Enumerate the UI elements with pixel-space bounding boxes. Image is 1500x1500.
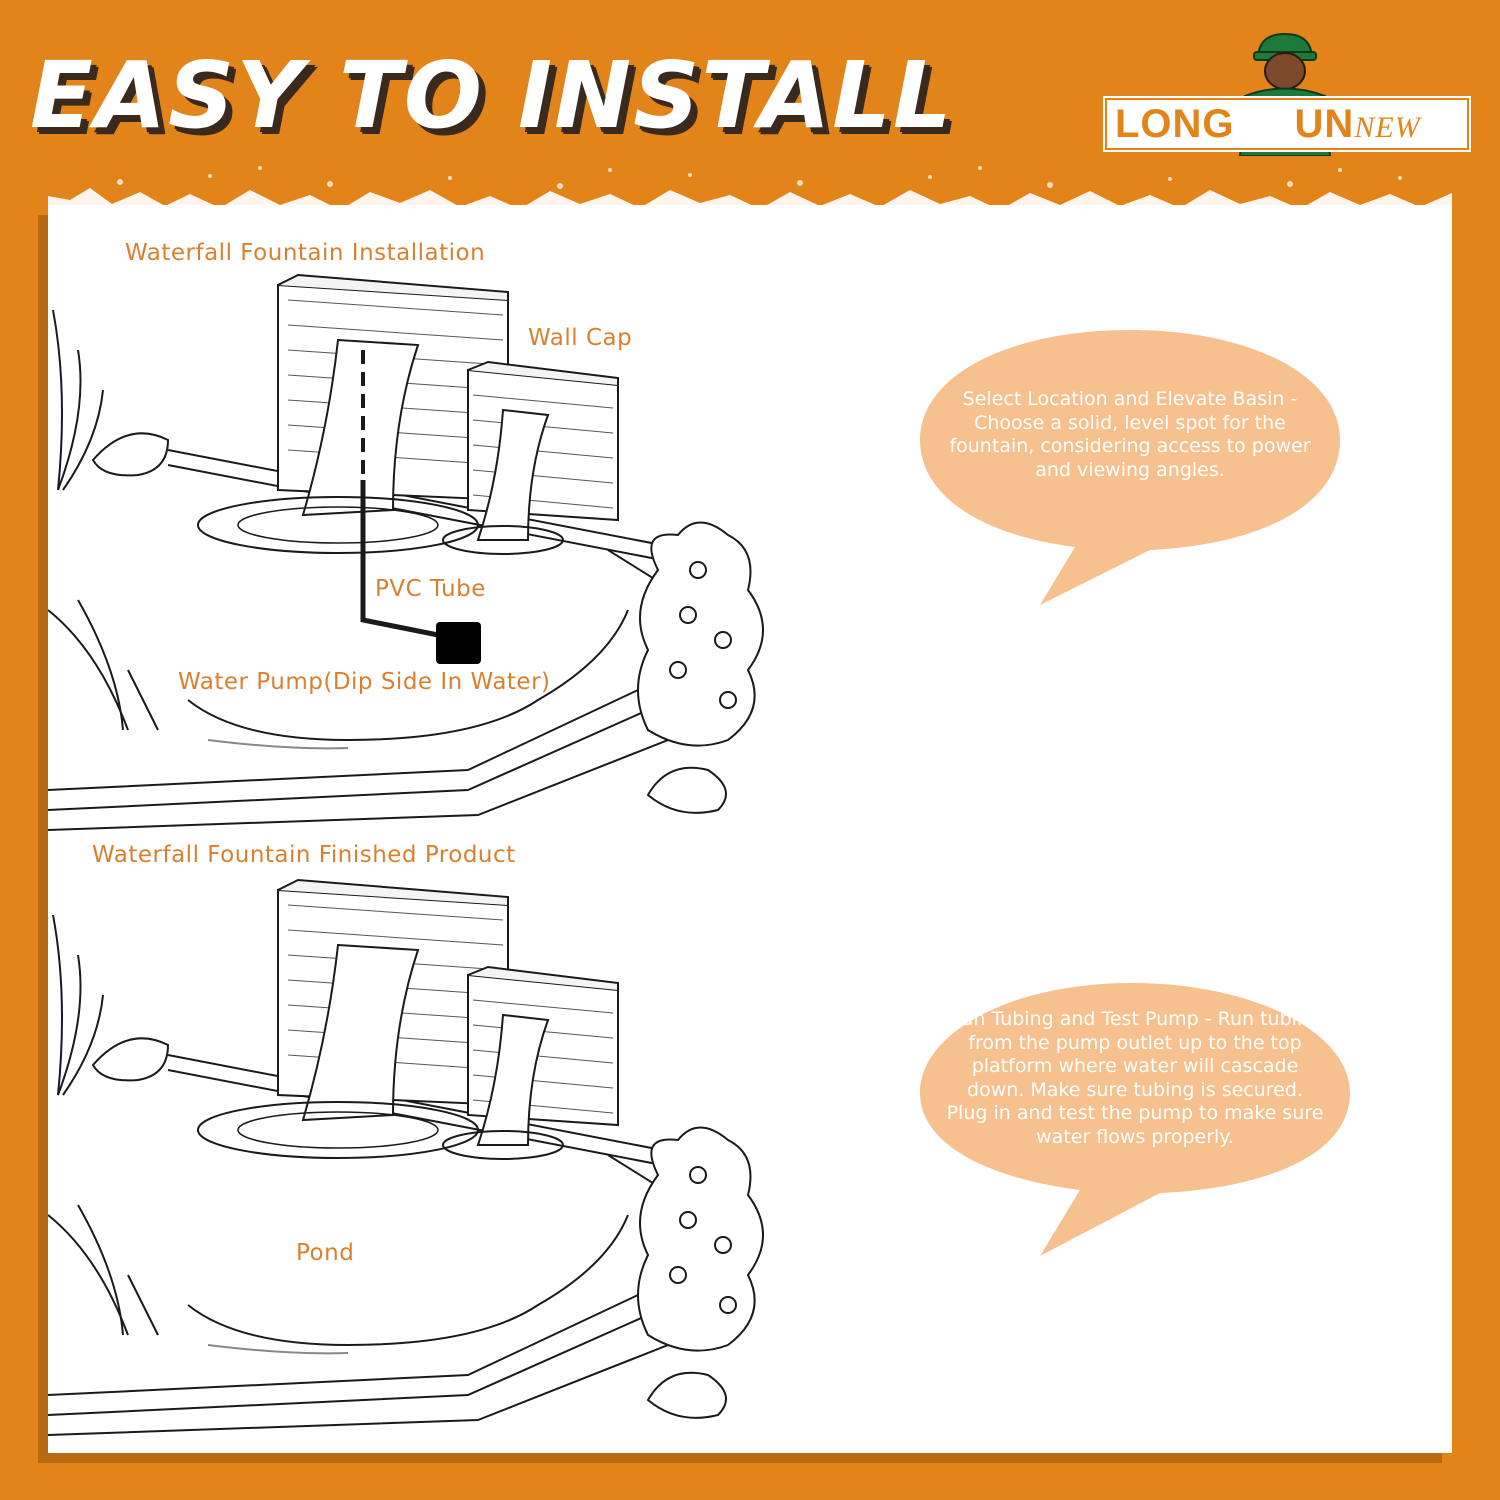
ground-front-edge [48,708,670,831]
callout-tubing-text: Run Tubing and Test Pump - Run tubing fr… [946,1008,1324,1148]
logo-suffix: NEW [1354,111,1421,144]
brand-logo: LONG UNNEW [1103,26,1475,156]
label-wall-cap: Wall Cap [528,325,633,351]
logo-box: LONG UNNEW [1103,96,1471,152]
rock-left [91,432,170,477]
callout-tubing: Run Tubing and Test Pump - Run tubing fr… [910,978,1355,1268]
label-water-pump: Water Pump(Dip Side In Water) [178,669,551,695]
water-pump-icon [436,622,481,664]
waterfall-sheet-large [301,338,420,517]
logo-part-long: LONG [1115,102,1235,146]
logo-part-un: UN [1294,102,1355,146]
basin-rim [167,449,689,551]
speckles [117,166,1402,189]
finished-title: Waterfall Fountain Finished Product [92,842,516,868]
installation-scene [48,273,764,831]
finished-scene [48,878,764,1436]
label-pond: Pond [296,1240,355,1266]
waterfall-sheet-small [476,408,550,541]
speech-bubble-shape [920,983,1350,1256]
pond-outline-finished [187,1214,629,1347]
label-pvc-tube: PVC Tube [375,576,486,602]
installation-title: Waterfall Fountain Installation [125,240,486,266]
shrub-right [637,521,764,747]
rock-right [646,766,727,814]
basin-small [442,525,564,555]
speech-bubble-shape [920,330,1340,605]
plant-left [48,309,159,731]
pond-outline [187,609,629,742]
logo-wordmark: LONG UNNEW [1115,100,1421,148]
headline: EASY TO INSTALL [30,42,954,149]
basin-large [197,496,479,554]
callout-location: Select Location and Elevate Basin - Choo… [910,325,1350,625]
callout-location-text: Select Location and Elevate Basin - Choo… [949,388,1311,481]
